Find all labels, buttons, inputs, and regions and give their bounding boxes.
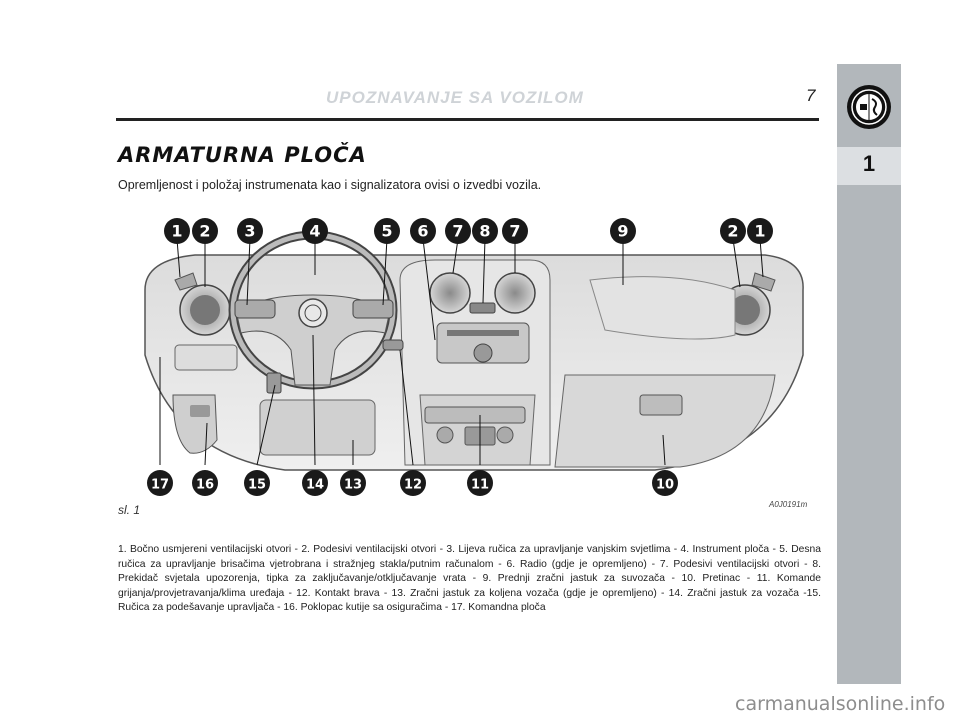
callout-number: 2 [727, 222, 738, 241]
top-callout-6: 6 [410, 218, 436, 244]
callout-number: 6 [417, 222, 428, 241]
callout-circle [410, 218, 436, 244]
callout-number: 15 [248, 478, 266, 493]
top-callout-12: 1 [747, 218, 773, 244]
callout-circle [192, 470, 218, 496]
bottom-callout-5: 13 [340, 470, 366, 496]
callout-number: 4 [309, 222, 320, 241]
bottom-callouts: 17 16 15 14 13 12 11 10 [147, 470, 678, 496]
bottom-callout-7: 11 [467, 470, 493, 496]
callout-circle [237, 218, 263, 244]
callout-circle [374, 218, 400, 244]
callout-number: 10 [656, 478, 674, 493]
callout-number: 9 [617, 222, 628, 241]
callout-number: 1 [754, 222, 765, 241]
top-callout-1: 1 [164, 218, 190, 244]
callout-number: 2 [199, 222, 210, 241]
top-callout-10: 9 [610, 218, 636, 244]
page-number: 7 [806, 86, 816, 105]
top-callout-5: 5 [374, 218, 400, 244]
callout-circle [400, 470, 426, 496]
callout-circle [192, 218, 218, 244]
callout-number: 13 [344, 478, 362, 493]
callout-circle [747, 218, 773, 244]
callout-circle [244, 470, 270, 496]
callout-number: 7 [452, 222, 463, 241]
callout-circle [472, 218, 498, 244]
callout-number: 12 [404, 478, 422, 493]
callout-circle [445, 218, 471, 244]
bottom-callout-8: 10 [652, 470, 678, 496]
top-callout-8: 8 [472, 218, 498, 244]
callout-circle [610, 218, 636, 244]
figure-caption: 1. Bočno usmjereni ventilacijski otvori … [118, 544, 821, 613]
chapter-number: 1 [862, 151, 876, 176]
callout-number: 7 [509, 222, 520, 241]
callout-number: 17 [151, 478, 169, 493]
section-title: ARMATURNA PLOČA [118, 143, 367, 167]
callout-circle [340, 470, 366, 496]
figure-code: A0J0191m [769, 500, 808, 509]
top-callout-3: 3 [237, 218, 263, 244]
header-divider [116, 118, 819, 121]
callout-circle [147, 470, 173, 496]
bottom-callout-6: 12 [400, 470, 426, 496]
intro-text: Opremljenost i položaj instrumenata kao … [118, 178, 542, 192]
bottom-callout-3: 15 [244, 470, 270, 496]
top-callout-11: 2 [720, 218, 746, 244]
alfa-romeo-logo-icon [847, 85, 891, 129]
callout-number: 11 [471, 478, 489, 493]
dashboard-drawing [144, 230, 804, 471]
bottom-callout-1: 17 [147, 470, 173, 496]
page-header-title: UPOZNAVANJE SA VOZILOM [326, 88, 584, 107]
callout-circle [467, 470, 493, 496]
bottom-callout-2: 16 [192, 470, 218, 496]
callout-circle [720, 218, 746, 244]
callout-number: 8 [479, 222, 490, 241]
callout-number: 16 [196, 478, 214, 493]
callout-circle [652, 470, 678, 496]
chapter-tab[interactable]: 1 [837, 147, 901, 185]
callout-circle [302, 218, 328, 244]
figure-label: sl. 1 [118, 503, 141, 517]
top-callout-4: 4 [302, 218, 328, 244]
callout-leader-lines [159, 238, 764, 466]
bottom-callout-4: 14 [302, 470, 328, 496]
callout-circle [164, 218, 190, 244]
callout-circle [502, 218, 528, 244]
watermark: carmanualsonline.info [735, 693, 946, 715]
top-callout-2: 2 [192, 218, 218, 244]
callout-number: 1 [171, 222, 182, 241]
callout-number: 5 [381, 222, 392, 241]
callout-number: 14 [306, 478, 324, 493]
top-callout-7: 7 [445, 218, 471, 244]
callout-circle [302, 470, 328, 496]
top-callout-9: 7 [502, 218, 528, 244]
callout-number: 3 [244, 222, 255, 241]
